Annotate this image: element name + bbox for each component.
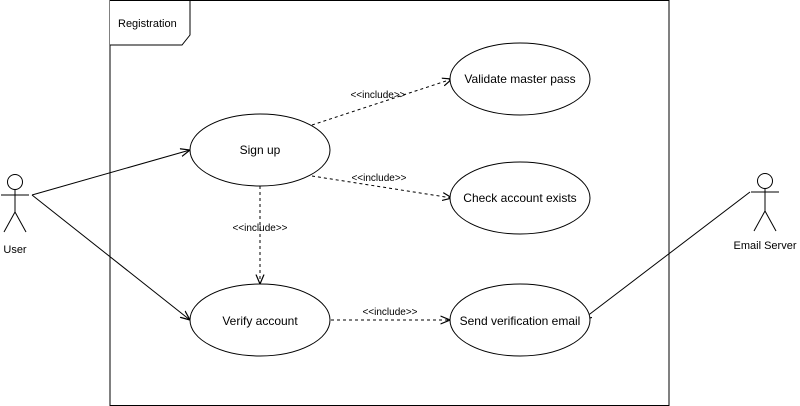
use-case-label: Validate master pass (464, 72, 575, 86)
frame-tab (110, 0, 191, 46)
association-user-sign-up (31, 150, 190, 196)
actor-label: User (3, 244, 27, 256)
use-case-sign-up[interactable]: Sign up (189, 113, 331, 187)
use-case-label: Check account exists (463, 191, 576, 205)
actor-email-server[interactable]: Email Server (734, 173, 797, 253)
include-label: <<include>> (350, 90, 405, 101)
use-case-verify-account[interactable]: Verify account (189, 283, 331, 357)
include-sign-up-check-account-exists: <<include>> (311, 173, 452, 198)
system-boundary-label: Registration (118, 18, 177, 30)
actor-user[interactable]: User (1, 174, 29, 257)
include-verify-account-send-email: <<include>> (331, 307, 450, 320)
stick-figure-icon (1, 174, 29, 233)
include-label: <<include>> (362, 307, 417, 318)
use-case-label: Verify account (222, 314, 298, 328)
include-label: <<include>> (351, 173, 406, 184)
use-case-send-verification-email[interactable]: Send verification email (449, 283, 591, 357)
include-label: <<include>> (232, 223, 287, 234)
include-sign-up-verify-account: <<include>> (232, 186, 288, 284)
use-case-validate-master-pass[interactable]: Validate master pass (449, 42, 591, 116)
association-user-verify-account (31, 194, 190, 320)
use-case-label: Sign up (240, 143, 281, 157)
stick-figure-icon (751, 173, 779, 232)
use-case-check-account-exists[interactable]: Check account exists (449, 161, 591, 235)
include-sign-up-validate-master-pass: <<include>> (311, 79, 452, 126)
actor-label: Email Server (734, 240, 797, 252)
use-case-label: Send verification email (460, 314, 581, 328)
association-email-server-send-email (582, 191, 751, 320)
